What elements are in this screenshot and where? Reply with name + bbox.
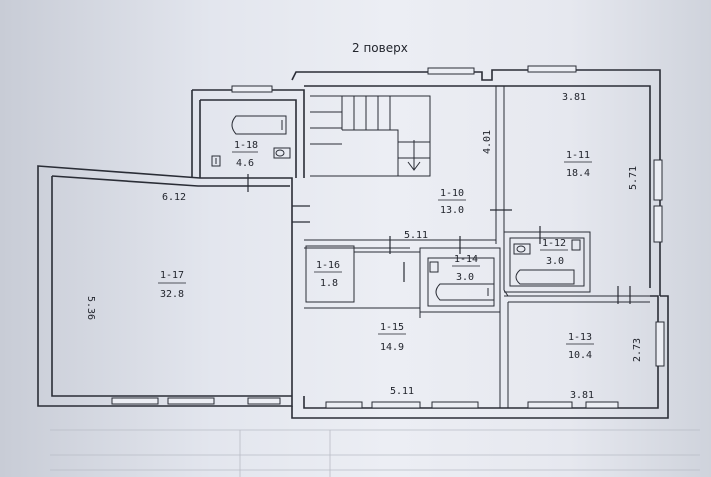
- room-label-16: 1-16 1.8: [314, 260, 342, 289]
- room-area: 18.4: [566, 168, 590, 179]
- room-id: 1-11: [566, 150, 590, 161]
- room-label-13: 1-13 10.4: [566, 332, 594, 361]
- room-area: 1.8: [320, 278, 338, 289]
- dim-top-right-width: 3.81: [562, 92, 586, 103]
- room-id: 1-12: [542, 238, 566, 249]
- room-area: 13.0: [440, 205, 464, 216]
- windows: [111, 65, 665, 409]
- dim-room-17-width: 6.12: [162, 192, 186, 203]
- toilet-12: [513, 243, 531, 255]
- room-id: 1-17: [160, 270, 184, 281]
- staircase: [310, 95, 431, 177]
- room-label-14: 1-14 3.0: [452, 254, 480, 283]
- room-label-15: 1-15 14.9: [378, 322, 406, 353]
- room-area: 3.0: [456, 272, 474, 283]
- room-area: 3.0: [546, 256, 564, 267]
- doors: [247, 174, 631, 304]
- dim-room-13-height: 2.73: [632, 338, 643, 362]
- room-id: 1-14: [454, 254, 478, 265]
- sink-14: [429, 261, 439, 273]
- bathtub-18: [231, 115, 287, 135]
- bathtub-12: [515, 269, 575, 285]
- room-id: 1-13: [568, 332, 592, 343]
- background-grid: [50, 429, 700, 477]
- floor-title: 2 поверх: [352, 41, 408, 55]
- sink-18: [211, 155, 221, 167]
- room-label-10: 1-10 13.0: [438, 188, 466, 216]
- bathtub-14: [435, 283, 495, 301]
- dim-bottom-width-15: 5.11: [390, 386, 414, 397]
- toilet-18: [273, 147, 291, 159]
- room-id: 1-18: [234, 140, 258, 151]
- sink-12: [571, 239, 581, 251]
- dim-corridor-width: 5.11: [404, 230, 428, 241]
- dim-room-10-height: 4.01: [482, 130, 493, 154]
- room-label-18: 1-18 4.6: [232, 140, 258, 169]
- outer-walls: [37, 69, 669, 419]
- dim-bottom-width-13: 3.81: [570, 390, 594, 401]
- room-id: 1-10: [440, 188, 464, 199]
- room-label-12: 1-12 3.0: [540, 238, 568, 267]
- room-id: 1-15: [380, 322, 404, 333]
- dim-room-11-height: 5.71: [628, 166, 639, 190]
- room-area: 10.4: [568, 350, 592, 361]
- room-label-17: 1-17 32.8: [158, 270, 186, 300]
- interior-walls: [304, 86, 650, 408]
- room-area: 4.6: [236, 158, 254, 169]
- dim-room-17-height: 5.36: [85, 296, 96, 320]
- room-area: 32.8: [160, 289, 184, 300]
- room-label-11: 1-11 18.4: [564, 150, 592, 179]
- room-area: 14.9: [380, 342, 404, 353]
- room-id: 1-16: [316, 260, 340, 271]
